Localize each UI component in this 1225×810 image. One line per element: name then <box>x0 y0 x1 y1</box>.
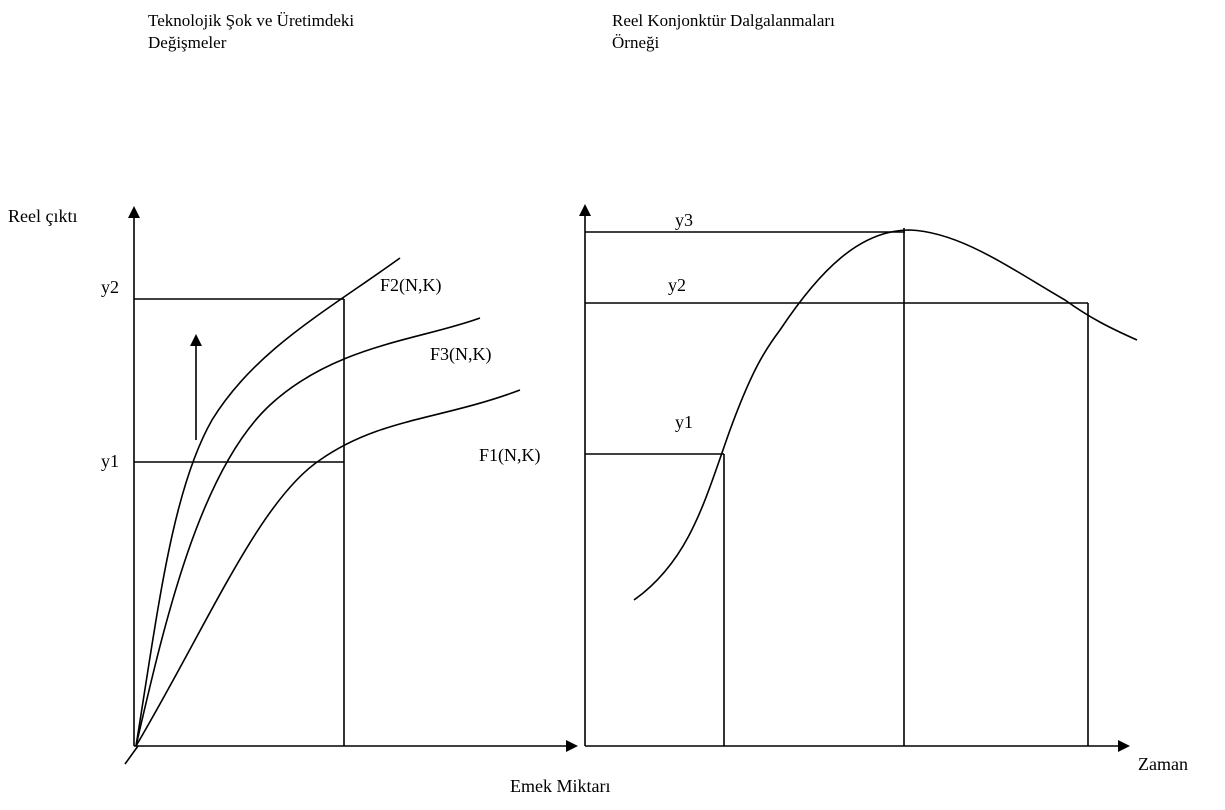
right-panel: Zaman y3 y2 y1 F1(N,K) <box>479 204 1188 774</box>
left-panel-title: Teknolojik Şok ve Üretimdeki Değişmeler <box>148 11 355 52</box>
level-label-y2: y2 <box>101 277 119 297</box>
level-label-y1: y1 <box>101 451 119 471</box>
production-curve-f3 <box>135 317 481 747</box>
level-label-y2-right: y2 <box>668 275 686 295</box>
level-label-y3: y3 <box>675 210 693 230</box>
right-x-axis-label: Zaman <box>1138 754 1188 774</box>
production-curve-f2 <box>135 257 401 747</box>
left-x-axis-label: Emek Miktarı <box>510 776 610 796</box>
curve-label-f3: F3(N,K) <box>430 344 492 365</box>
curve-label-f2: F2(N,K) <box>380 275 442 296</box>
level-label-y1-right: y1 <box>675 412 693 432</box>
business-cycle-curve <box>633 229 1138 601</box>
production-curve-f1 <box>135 389 521 747</box>
left-panel: Reel çıktı Emek Miktarı y2 y1 F2(N,K) F3… <box>8 206 610 796</box>
curve-label-f1: F1(N,K) <box>479 445 541 466</box>
right-panel-title: Reel Konjonktür Dalgalanmaları Örneği <box>612 11 835 52</box>
left-y-axis-label: Reel çıktı <box>8 206 77 226</box>
curve-tail <box>124 745 139 765</box>
